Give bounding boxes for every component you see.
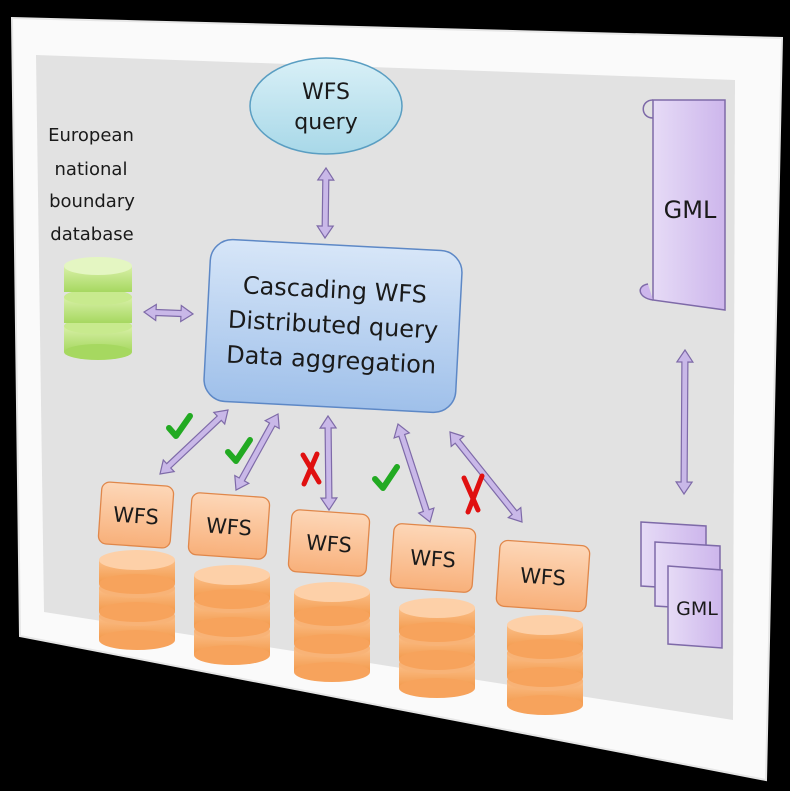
wfs-node-label-5: WFS (519, 563, 566, 590)
cascade-to-wfs5-arrow (449, 431, 523, 523)
cascade-to-wfs3-arrow (318, 414, 339, 512)
x-mark-1 (300, 451, 322, 487)
x-mark-2 (461, 473, 485, 515)
boundary-database-label: European national boundary database (48, 125, 135, 245)
wfs-node-label-1: WFS (112, 502, 159, 529)
database-icon-green (64, 257, 132, 360)
wfs-node-label-3: WFS (305, 530, 352, 557)
check-mark-3 (372, 464, 400, 491)
wfs-query-node: WFS query (249, 57, 403, 155)
wfs-node-2: WFS (187, 492, 271, 560)
database-label-line3: boundary (49, 191, 135, 212)
wfs-query-line1: WFS (302, 80, 350, 105)
cascade-to-wfs2-arrow (234, 413, 280, 491)
gml-stack-label: GML (676, 598, 718, 620)
gml-document: GML (639, 99, 726, 311)
check-mark-1 (166, 413, 193, 439)
database-to-cascade-arrow (142, 303, 195, 323)
check-mark-2 (225, 437, 253, 464)
wfs-query-line2: query (294, 110, 358, 135)
wfs-node-label-2: WFS (205, 513, 252, 540)
query-to-cascade-arrow (316, 166, 335, 240)
gml-link-arrow (674, 348, 695, 496)
cascading-wfs-box: Cascading WFS Distributed query Data agg… (203, 238, 463, 414)
wfs-node-1: WFS (97, 481, 175, 549)
cascade-to-wfs1-arrow (159, 409, 229, 475)
wfs-node-group: WFS WFS WFS WFS WFS (97, 481, 591, 715)
wfs-database-5 (507, 615, 583, 715)
wfs-database-2 (194, 565, 270, 665)
cascade-to-wfs4-arrow (393, 422, 435, 524)
database-label-line1: European (48, 125, 134, 146)
wfs-node-3: WFS (287, 509, 371, 577)
database-label-line2: national (55, 159, 128, 180)
wfs-database-1 (99, 550, 175, 650)
wfs-node-5: WFS (495, 539, 591, 613)
database-label-line4: database (50, 224, 133, 245)
wfs-database-4 (399, 598, 475, 698)
wfs-node-4: WFS (389, 523, 477, 593)
connector-arrows (142, 166, 695, 524)
wfs-node-label-4: WFS (409, 545, 456, 572)
gml-document-label: GML (664, 196, 717, 224)
gml-document-stack: GML (640, 521, 723, 649)
wfs-database-3 (294, 582, 370, 682)
